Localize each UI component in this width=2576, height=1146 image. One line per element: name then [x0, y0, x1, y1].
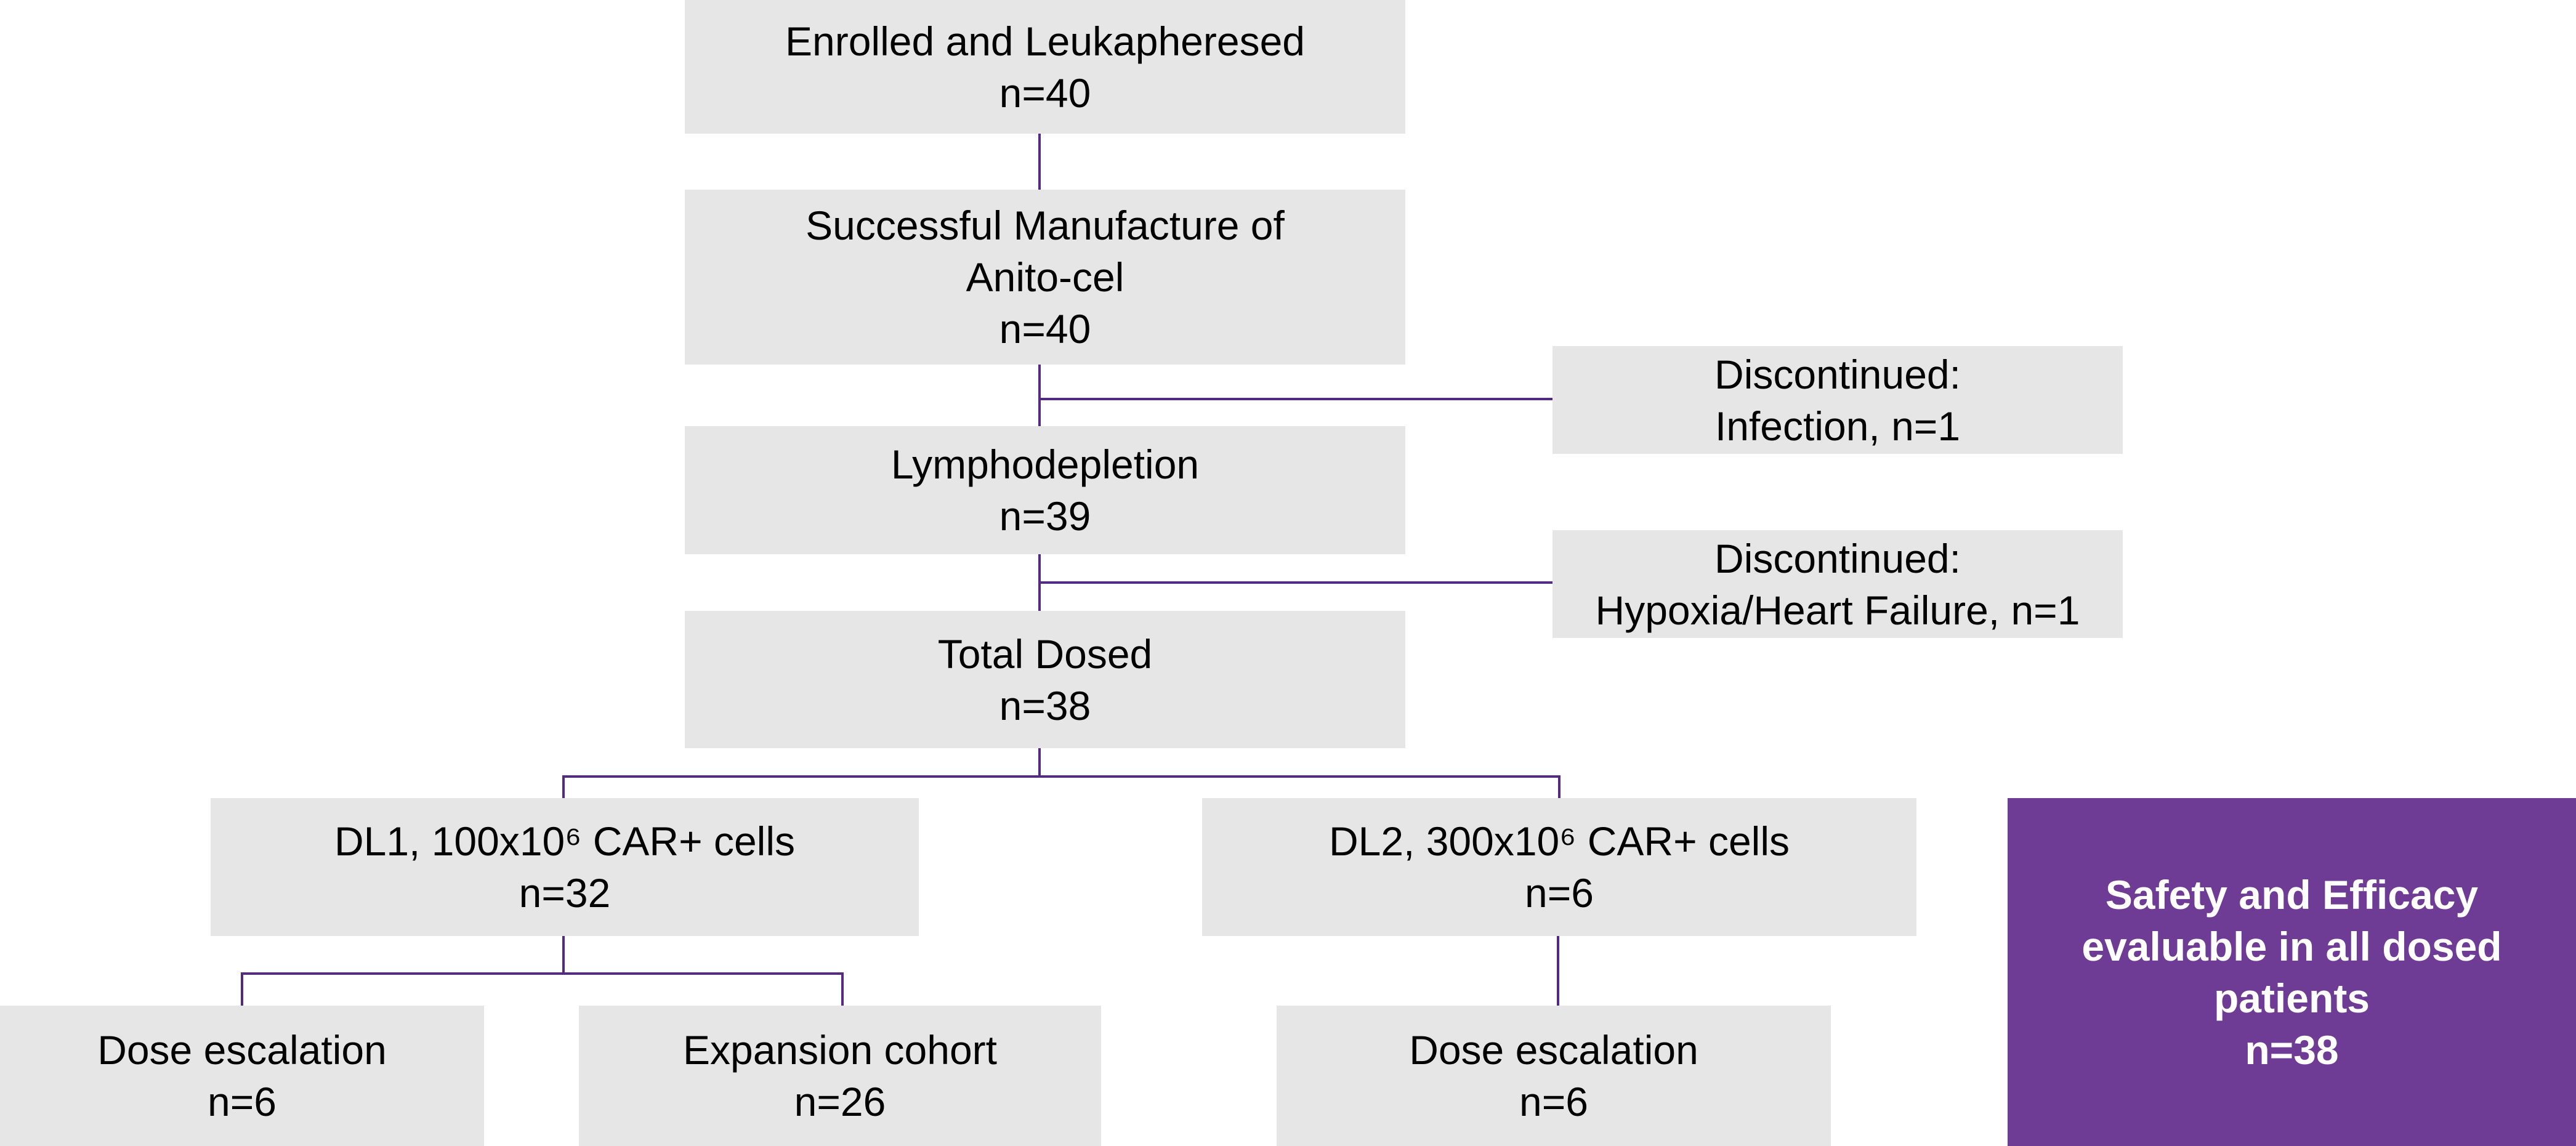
node-discontinued-hypoxia: Discontinued: Hypoxia/Heart Failure, n=1 — [1552, 530, 2123, 638]
node-safety-efficacy-line3: patients — [2213, 975, 2370, 1021]
node-safety-efficacy-count: n=38 — [2245, 1027, 2339, 1073]
connector-enrolled-to-manufacture — [1038, 134, 1041, 190]
node-lymphodepletion: Lymphodepletion n=39 — [685, 426, 1405, 554]
node-dl2: DL2, 300x10⁶ CAR+ cells n=6 — [1202, 798, 1916, 936]
node-lymphodepletion-count: n=39 — [999, 493, 1091, 539]
node-discontinued-infection-line2: Infection, n=1 — [1714, 403, 1961, 449]
node-safety-efficacy-callout: Safety and Efficacy evaluable in all dos… — [2008, 798, 2576, 1146]
node-manufacture-count: n=40 — [999, 306, 1091, 352]
node-dose-escalation-dl1: Dose escalation n=6 — [0, 1006, 484, 1146]
node-enrolled: Enrolled and Leukapheresed n=40 — [685, 0, 1405, 134]
node-expansion-cohort: Expansion cohort n=26 — [579, 1006, 1101, 1146]
node-enrolled-count: n=40 — [999, 70, 1091, 116]
connector-dl2-to-dose-escalation — [1557, 936, 1559, 1006]
connector-dl1-stem — [562, 936, 565, 975]
node-discontinued-hypoxia-line2: Hypoxia/Heart Failure, n=1 — [1595, 587, 2080, 633]
node-manufacture-line1: Successful Manufacture of — [806, 203, 1285, 248]
node-dl1-line1: DL1, 100x10⁶ CAR+ cells — [334, 818, 796, 864]
connector-manufacture-to-lymphodepletion — [1038, 365, 1041, 426]
node-dose-escalation-dl1-line1: Dose escalation — [97, 1027, 387, 1073]
node-discontinued-hypoxia-line1: Discontinued: — [1714, 535, 1961, 581]
connector-split-to-expansion-cohort — [841, 972, 844, 1006]
connector-split-to-dl1 — [562, 775, 565, 798]
connector-total-dosed-stem — [1038, 748, 1041, 778]
node-manufacture: Successful Manufacture of Anito-cel n=40 — [685, 190, 1405, 365]
node-enrolled-line1: Enrolled and Leukapheresed — [785, 18, 1305, 64]
node-discontinued-infection: Discontinued: Infection, n=1 — [1552, 346, 2123, 454]
connector-split-to-dl2 — [1558, 775, 1561, 798]
node-expansion-cohort-line1: Expansion cohort — [683, 1027, 997, 1073]
node-dl1: DL1, 100x10⁶ CAR+ cells n=32 — [211, 798, 919, 936]
connector-branch-discontinued-infection — [1038, 398, 1552, 400]
node-dose-escalation-dl1-count: n=6 — [208, 1079, 277, 1124]
node-dl2-count: n=6 — [1525, 870, 1594, 916]
node-dl2-line1: DL2, 300x10⁶ CAR+ cells — [1328, 818, 1790, 864]
node-discontinued-infection-line1: Discontinued: — [1714, 351, 1961, 397]
node-dose-escalation-dl2-count: n=6 — [1519, 1079, 1588, 1124]
connector-dose-split-bar — [562, 775, 1561, 778]
node-total-dosed-line1: Total Dosed — [937, 631, 1153, 677]
connector-dl1-split-bar — [241, 972, 844, 975]
node-safety-efficacy-line2: evaluable in all dosed — [2081, 923, 2502, 969]
connector-branch-discontinued-hypoxia — [1038, 581, 1552, 584]
node-lymphodepletion-line1: Lymphodepletion — [890, 442, 1200, 487]
connector-split-to-dose-escalation-dl1 — [241, 972, 243, 1006]
node-safety-efficacy-line1: Safety and Efficacy — [2105, 871, 2479, 918]
node-dl1-count: n=32 — [519, 870, 611, 916]
node-total-dosed-count: n=38 — [999, 682, 1091, 728]
node-expansion-cohort-count: n=26 — [794, 1079, 886, 1124]
node-manufacture-line2: Anito-cel — [966, 254, 1124, 300]
node-dose-escalation-dl2-line1: Dose escalation — [1409, 1027, 1698, 1073]
node-dose-escalation-dl2: Dose escalation n=6 — [1277, 1006, 1831, 1146]
node-total-dosed: Total Dosed n=38 — [685, 611, 1405, 748]
